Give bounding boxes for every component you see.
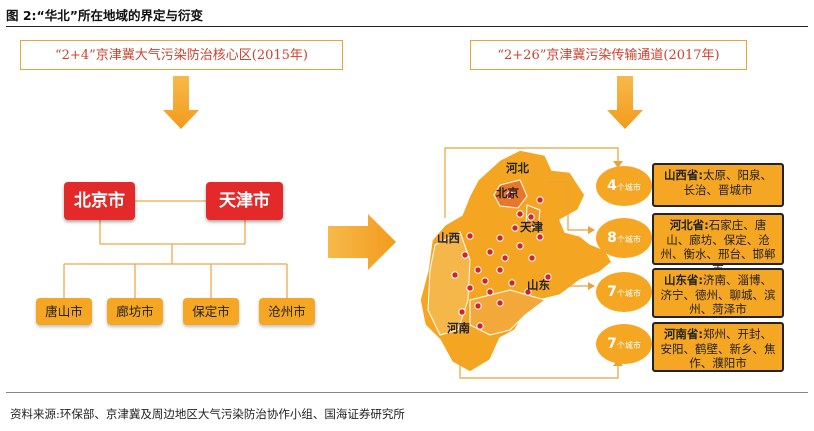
map-label-beijing: 北京	[496, 186, 519, 200]
count-unit: 个城市	[616, 183, 641, 192]
title-divider	[6, 26, 808, 27]
province-box-shanxi: 山西省:太原、阳泉、长治、晋城市	[652, 163, 784, 207]
map-label-shanxi: 山西	[437, 231, 460, 245]
right-arrow-middle	[328, 214, 396, 270]
down-arrow-left	[163, 76, 199, 129]
province-name: 山西省:	[663, 168, 704, 182]
province-cities: 太原、阳泉、长治、晋城市	[683, 168, 773, 197]
province-cities: 郑州、开封、安阳、鹤壁、新乡、焦作、濮阳市	[660, 327, 776, 370]
core-city-tianjin: 天津市	[206, 182, 283, 220]
city-dots	[451, 191, 552, 330]
city-tangshan: 唐山市	[36, 298, 92, 325]
map-label-tianjin: 天津	[520, 220, 543, 234]
province-name: 河南省:	[663, 327, 704, 341]
count-value: 4	[607, 178, 617, 194]
count-value: 8	[607, 230, 617, 246]
down-arrow-right	[607, 76, 643, 129]
province-cities: 济南、淄博、济宁、德州、聊城、滨州、菏泽市	[660, 273, 776, 316]
source-divider	[6, 392, 808, 393]
count-value: 7	[607, 336, 617, 352]
city-cangzhou: 沧州市	[259, 298, 315, 325]
figure-title: 图 2:“华北”所在地域的界定与衍变	[6, 8, 203, 23]
count-unit: 个城市	[616, 289, 641, 298]
north-china-map	[419, 149, 613, 373]
province-box-hebei: 河北省:石家庄、唐山、廊坊、保定、沧州、衡水、邢台、邯郸市	[652, 213, 784, 276]
count-circle-shandong: 7个城市	[596, 272, 652, 312]
header-2015: “2+4”京津冀大气污染防治核心区(2015年)	[20, 40, 343, 70]
province-box-henan: 河南省:郑州、开封、安阳、鹤壁、新乡、焦作、濮阳市	[652, 322, 784, 372]
core-city-beijing: 北京市	[64, 182, 135, 220]
map-label-shandong: 山东	[527, 278, 550, 292]
map-label-hebei: 河北	[506, 161, 529, 175]
count-circle-hebei: 8个城市	[596, 218, 652, 258]
header-2017: “2+26”京津冀污染传输通道(2017年)	[470, 40, 747, 70]
count-circle-shanxi: 4个城市	[596, 166, 652, 206]
org-connectors	[63, 200, 288, 298]
province-name: 河北省:	[669, 218, 709, 232]
count-unit: 个城市	[616, 341, 641, 350]
city-baoding: 保定市	[183, 298, 239, 325]
city-langfang: 廊坊市	[107, 298, 163, 325]
count-unit: 个城市	[616, 235, 641, 244]
province-name: 山东省:	[663, 273, 704, 287]
map-label-henan: 河南	[447, 321, 470, 335]
source-note: 资料来源:环保部、京津冀及周边地区大气污染防治协作小组、国海证券研究所	[10, 407, 405, 421]
count-circle-henan: 7个城市	[596, 324, 652, 364]
count-value: 7	[607, 284, 617, 300]
province-box-shandong: 山东省:济南、淄博、济宁、德州、聊城、滨州、菏泽市	[652, 268, 784, 318]
